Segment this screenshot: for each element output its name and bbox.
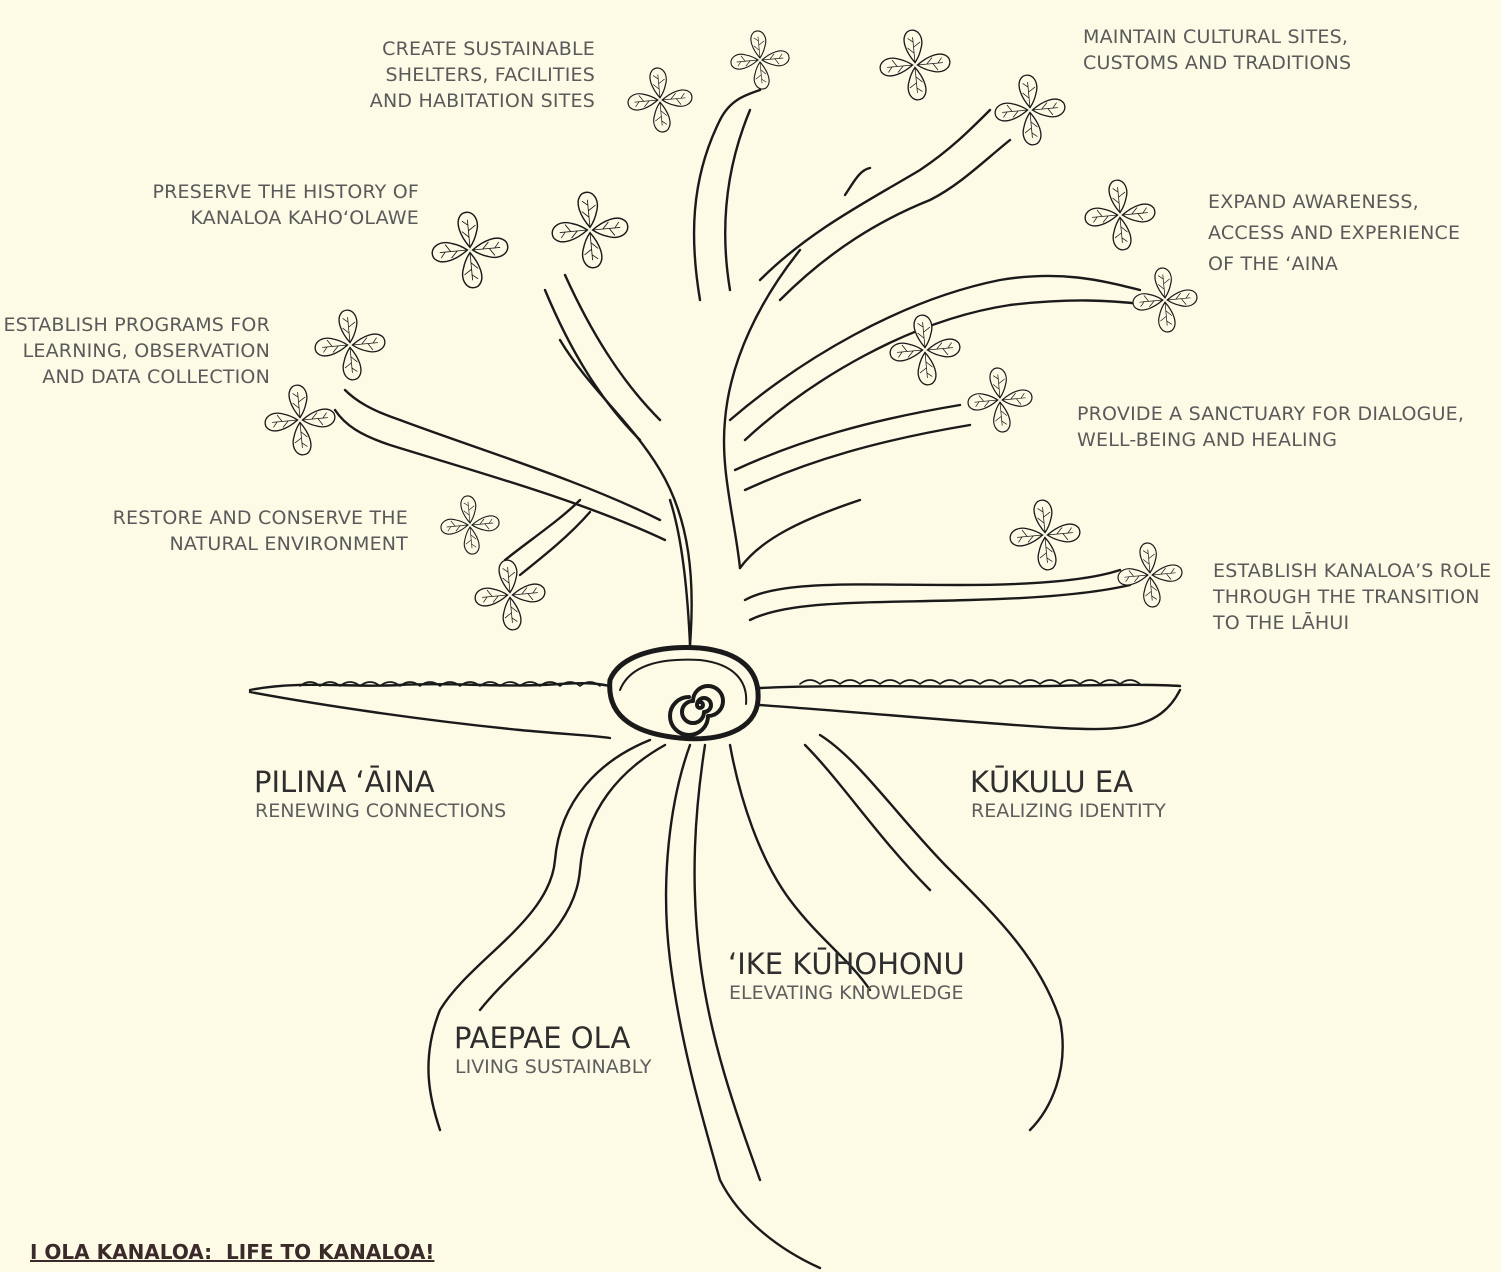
- root-subtitle-paepae: LIVING SUSTAINABLY: [455, 1056, 651, 1078]
- root-title-kukulu: KŪKULU EA: [970, 766, 1133, 798]
- leaf-cluster-awareness: [1085, 180, 1197, 332]
- branch-label-sanctuary: PROVIDE A SANCTUARY FOR DIALOGUE,WELL-BE…: [1077, 401, 1464, 453]
- root-subtitle-kukulu: REALIZING IDENTITY: [971, 800, 1166, 822]
- leaf-cluster-history: [432, 192, 628, 288]
- leaf-cluster-programs: [265, 310, 385, 455]
- root-subtitle-pilina: RENEWING CONNECTIONS: [255, 800, 506, 822]
- footer-title: I OLA KANALOA: LIFE TO KANALOA!: [30, 1240, 434, 1264]
- root-title-ike: ‘IKE KŪHOHONU: [728, 948, 965, 980]
- spiral-eye: [610, 647, 758, 738]
- root-title-paepae: PAEPAE OLA: [454, 1022, 630, 1054]
- leaf-cluster-habitation: [628, 31, 789, 132]
- root-title-pilina: PILINA ‘ĀINA: [254, 766, 435, 798]
- branch-label-cultural: MAINTAIN CULTURAL SITES,CUSTOMS AND TRAD…: [1083, 24, 1351, 76]
- root-subtitle-ike: ELEVATING KNOWLEDGE: [729, 982, 963, 1004]
- leaf-cluster-restore: [441, 496, 545, 630]
